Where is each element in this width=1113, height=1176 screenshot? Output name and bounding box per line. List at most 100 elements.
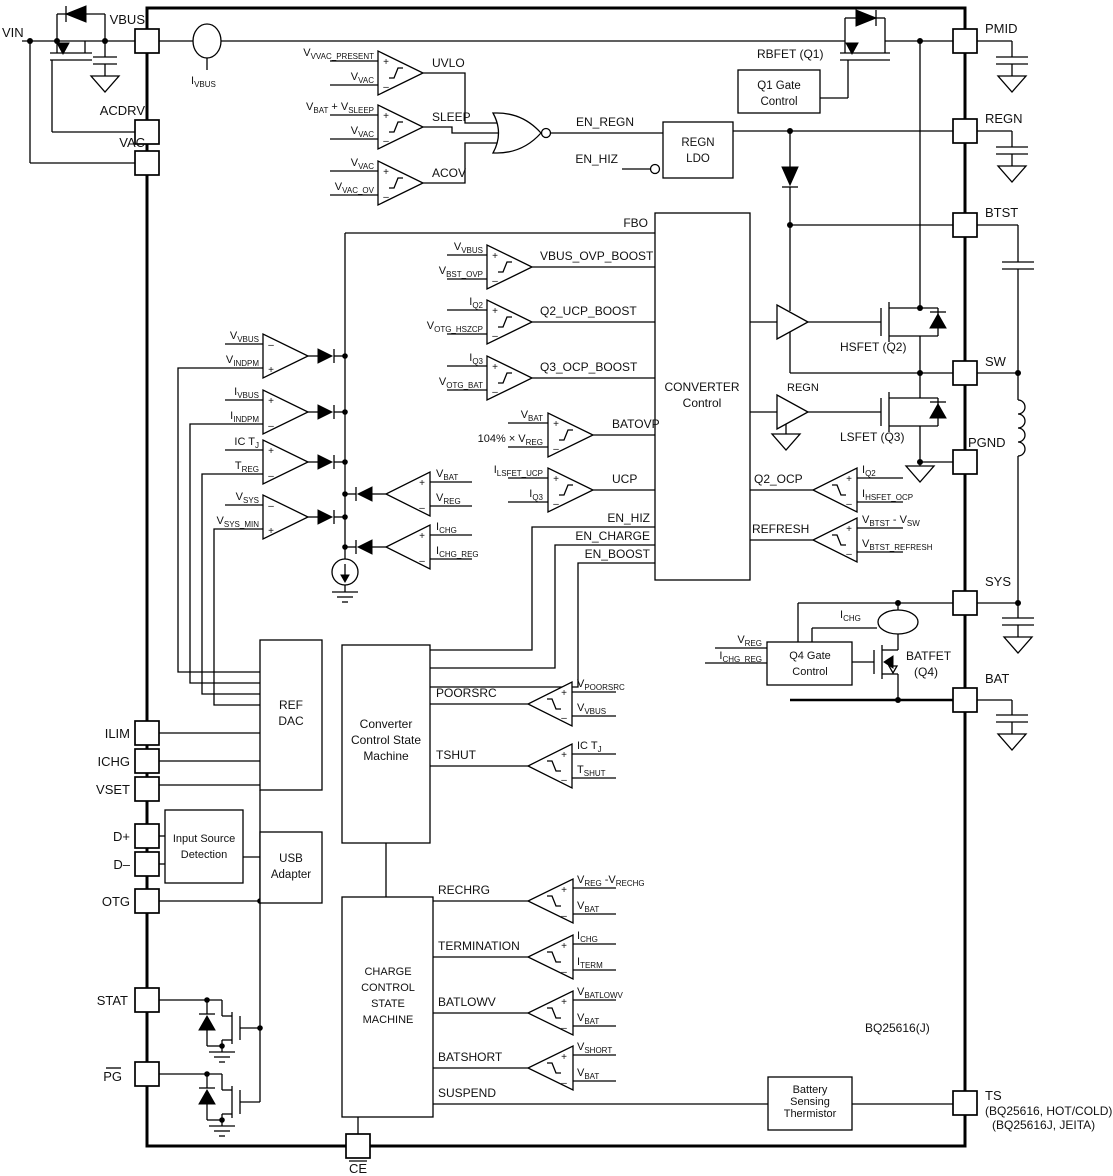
svg-text:VBAT: VBAT bbox=[577, 900, 599, 914]
isd-label2: Detection bbox=[181, 849, 227, 861]
svg-text:ICHG: ICHG bbox=[436, 521, 457, 535]
hysteresis-icon bbox=[547, 760, 561, 772]
svg-text:–: – bbox=[561, 713, 567, 724]
svg-text:TSHUT: TSHUT bbox=[577, 764, 606, 778]
svg-text:+: + bbox=[846, 524, 852, 535]
ts-note2: (BQ25616J, JEITA) bbox=[992, 1118, 1095, 1132]
pin-ts bbox=[952, 1090, 978, 1116]
pmid-label: PMID bbox=[985, 21, 1018, 36]
svg-text:TSHUT: TSHUT bbox=[436, 748, 477, 762]
svg-text:–: – bbox=[383, 136, 389, 147]
svg-text:POORSRC: POORSRC bbox=[436, 686, 497, 700]
gnd-sys-cap-icon bbox=[1002, 636, 1034, 654]
svg-text:+: + bbox=[492, 306, 498, 317]
svg-text:VBAT: VBAT bbox=[577, 1067, 599, 1081]
gnd-pg-icon bbox=[209, 1125, 235, 1137]
svg-text:–: – bbox=[492, 331, 498, 342]
hysteresis-icon bbox=[498, 316, 512, 328]
charge-sm-label4: MACHINE bbox=[363, 1014, 414, 1026]
pin-dminus bbox=[134, 851, 160, 877]
svg-text:VVAC: VVAC bbox=[351, 71, 374, 85]
comparator-rechrg: +– VREG -VRECHG VBAT RECHRG bbox=[438, 874, 645, 925]
gnd-lsdrv-icon bbox=[770, 433, 802, 451]
pin-ce bbox=[345, 1133, 371, 1159]
svg-text:VBAT: VBAT bbox=[577, 1012, 599, 1026]
svg-text:–: – bbox=[561, 775, 567, 786]
thermistor-label3: Thermistor bbox=[784, 1108, 837, 1120]
svg-text:Q2_OCP: Q2_OCP bbox=[754, 472, 803, 486]
batfet-body-gnd-icon bbox=[887, 665, 899, 675]
oring-diode-icon-4 bbox=[317, 509, 335, 525]
pin-sys bbox=[952, 590, 978, 616]
svg-text:VBTST - VSW: VBTST - VSW bbox=[862, 514, 920, 528]
amp-sysmin: –+ VSYS VSYS_MIN bbox=[217, 491, 310, 541]
regn-label: REGN bbox=[985, 111, 1023, 126]
pin-stat bbox=[134, 987, 160, 1013]
svg-text:+: + bbox=[383, 111, 389, 122]
svg-text:–: – bbox=[383, 82, 389, 93]
converter-control-label2: Control bbox=[683, 396, 722, 410]
svg-text:VPOORSRC: VPOORSRC bbox=[577, 678, 625, 692]
hysteresis-icon bbox=[547, 895, 561, 907]
svg-text:–: – bbox=[268, 421, 274, 432]
thermistor-label: Battery bbox=[793, 1084, 828, 1096]
otg-label: OTG bbox=[102, 894, 130, 909]
svg-text:+: + bbox=[268, 365, 274, 376]
pgnd-label: PGND bbox=[968, 435, 1006, 450]
sw-label: SW bbox=[985, 354, 1007, 369]
pin-vac bbox=[134, 150, 160, 176]
en-charge-label: EN_CHARGE bbox=[575, 529, 650, 543]
batfet-label: BATFET bbox=[906, 649, 952, 663]
svg-text:+: + bbox=[268, 526, 274, 537]
gnd-pmid-cap-icon bbox=[996, 75, 1028, 93]
gnd-pgnd-icon bbox=[904, 465, 936, 483]
q4-gate-control-label: Q4 Gate bbox=[789, 650, 831, 662]
pin-otg bbox=[134, 888, 160, 914]
svg-text:ILSFET_UCP: ILSFET_UCP bbox=[494, 464, 543, 478]
svg-text:+: + bbox=[419, 478, 425, 489]
svg-text:IQ2: IQ2 bbox=[469, 296, 483, 310]
ground-symbols bbox=[89, 75, 1034, 1137]
hysteresis-icon bbox=[832, 484, 846, 496]
svg-text:VVBUS: VVBUS bbox=[577, 702, 606, 716]
svg-text:VSYS_MIN: VSYS_MIN bbox=[217, 515, 260, 529]
svg-text:–: – bbox=[268, 340, 274, 351]
q4-vreg-label: VREG bbox=[737, 634, 762, 648]
svg-text:SLEEP: SLEEP bbox=[432, 110, 471, 124]
svg-text:+: + bbox=[561, 1052, 567, 1063]
svg-text:VBAT: VBAT bbox=[436, 468, 458, 482]
converter-control-block bbox=[654, 212, 751, 581]
hsfet-body-diode-icon bbox=[929, 311, 947, 329]
svg-text:VBAT: VBAT bbox=[521, 409, 543, 423]
conv-sm-label2: Control State bbox=[351, 733, 421, 747]
svg-text:VBUS_OVP_BOOST: VBUS_OVP_BOOST bbox=[540, 249, 654, 263]
svg-text:+: + bbox=[383, 167, 389, 178]
ts-note1: (BQ25616, HOT/COLD) bbox=[985, 1104, 1112, 1118]
svg-text:–: – bbox=[383, 192, 389, 203]
svg-text:ITERM: ITERM bbox=[577, 956, 603, 970]
svg-text:–: – bbox=[419, 556, 425, 567]
pin-regn bbox=[952, 118, 978, 144]
thermistor-label2: Sensing bbox=[790, 1096, 830, 1108]
pin-ilim bbox=[134, 720, 160, 746]
svg-text:IQ3: IQ3 bbox=[469, 352, 483, 366]
svg-text:+: + bbox=[561, 941, 567, 952]
svg-text:VBST_OVP: VBST_OVP bbox=[439, 265, 483, 279]
svg-text:+: + bbox=[553, 419, 559, 430]
svg-text:VVAC: VVAC bbox=[351, 157, 374, 171]
svg-text:VVAC: VVAC bbox=[351, 125, 374, 139]
svg-text:–: – bbox=[561, 1023, 567, 1034]
svg-text:VBAT + VSLEEP: VBAT + VSLEEP bbox=[306, 101, 374, 115]
pin-acdrv bbox=[134, 119, 160, 145]
svg-text:RECHRG: RECHRG bbox=[438, 883, 490, 897]
en-hiz-ldo-label: EN_HIZ bbox=[575, 152, 618, 166]
pin-btst bbox=[952, 212, 978, 238]
svg-text:+: + bbox=[492, 362, 498, 373]
current-source-icon bbox=[331, 558, 359, 586]
pg-diode-icon bbox=[198, 1087, 216, 1105]
q1-gate-control-label2: Control bbox=[760, 96, 797, 108]
regn-ldo-label2: LDO bbox=[686, 153, 710, 165]
q4-gate-control-label2: Control bbox=[792, 666, 827, 678]
suspend-label: SUSPEND bbox=[438, 1086, 496, 1100]
